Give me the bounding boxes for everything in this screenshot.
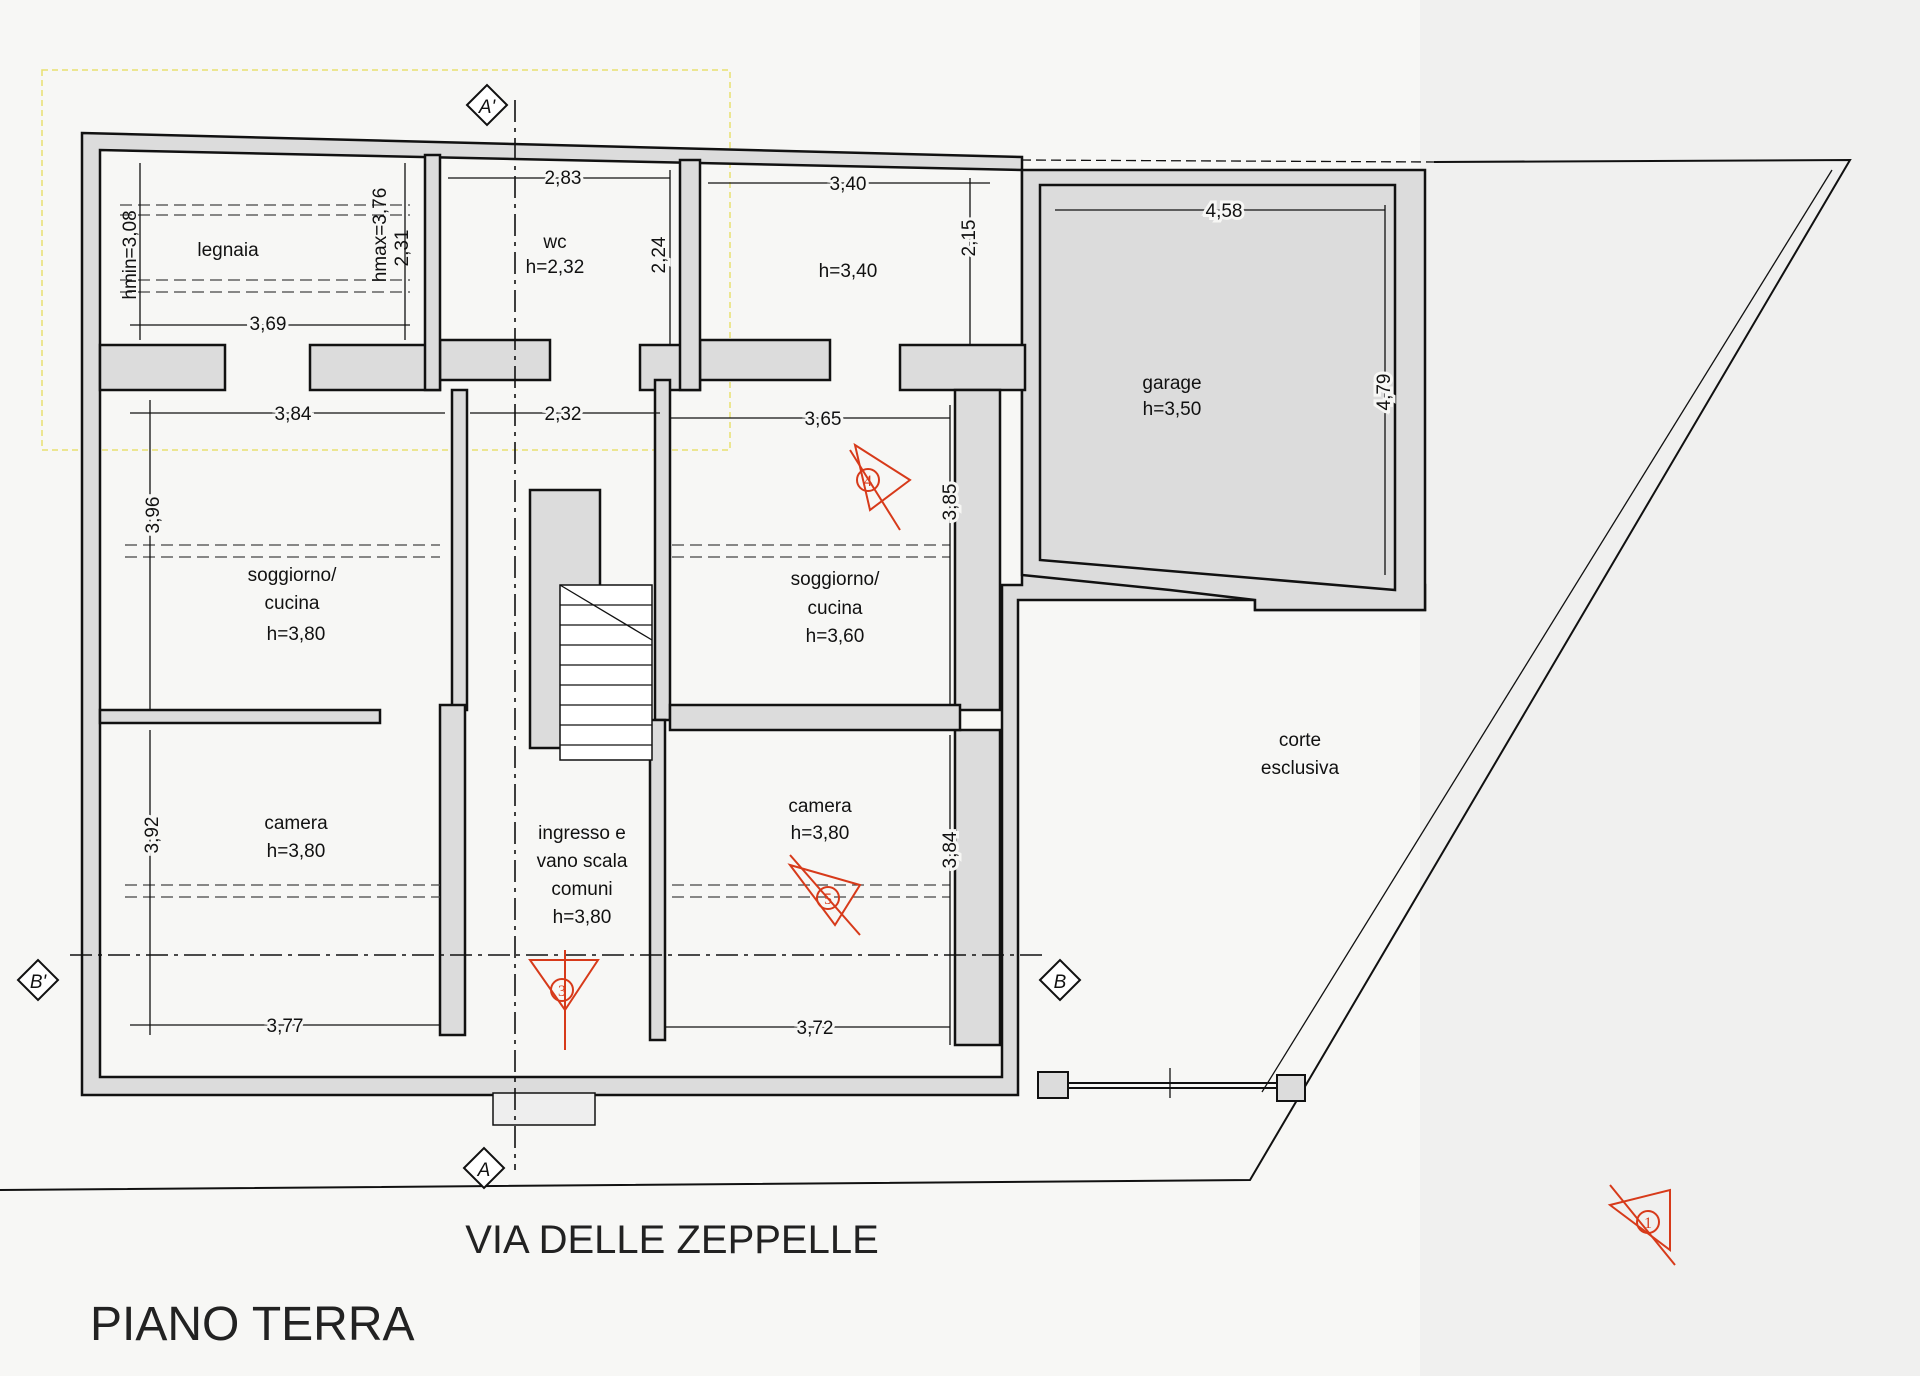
dimension-lines — [130, 163, 1386, 1045]
page-title: PIANO TERRA — [90, 1298, 415, 1351]
room-soggiorno-right-height: h=3,60 — [806, 626, 865, 647]
dim-cam-r-h: 3,84 — [940, 831, 961, 868]
fence — [1037, 1068, 1306, 1102]
room-soggiorno-right-line2: cucina — [808, 598, 863, 619]
dim-store-w: 3,40 — [830, 174, 867, 195]
room-ingresso-height: h=3,80 — [553, 907, 612, 928]
section-marker-a-top: A' — [465, 83, 509, 127]
section-marker-b-right: B — [1038, 958, 1082, 1002]
dim-garage-w: 4,58 — [1206, 201, 1243, 222]
dim-legnaia-h: 2,31 — [392, 230, 413, 267]
building-walls — [80, 131, 1427, 1097]
entrance-step — [492, 1092, 596, 1126]
svg-text:4: 4 — [864, 473, 872, 490]
room-soggiorno-left-height: h=3,80 — [267, 624, 326, 645]
dim-ingr-w: 2,32 — [545, 404, 582, 425]
dim-cam-r-w: 3,72 — [797, 1018, 834, 1039]
room-corte-line2: esclusiva — [1261, 758, 1340, 779]
svg-text:B: B — [1054, 972, 1067, 993]
dim-sog-r-h: 3,85 — [940, 484, 961, 521]
dim-legnaia-hmax: hmax=3,76 — [370, 188, 391, 283]
room-garage-height: h=3,50 — [1143, 399, 1202, 420]
dim-cam-l-h: 3,92 — [142, 817, 163, 854]
room-garage: garage — [1142, 373, 1201, 394]
room-camera-left-height: h=3,80 — [267, 841, 326, 862]
room-camera-left: camera — [264, 813, 328, 834]
dim-store-h: 2,15 — [959, 220, 980, 257]
street-name: VIA DELLE ZEPPELLE — [465, 1218, 879, 1262]
room-soggiorno-left-line2: cucina — [265, 593, 320, 614]
dim-sog-r-w: 3,65 — [805, 409, 842, 430]
dim-wc-w: 2,83 — [545, 168, 582, 189]
room-camera-right: camera — [788, 796, 852, 817]
room-legnaia: legnaia — [197, 240, 259, 261]
room-store-height: h=3,40 — [819, 261, 878, 282]
room-camera-right-height: h=3,80 — [791, 823, 850, 844]
section-marker-b-left: B' — [16, 958, 60, 1002]
viewpoint-marker-5: 5 — [787, 854, 862, 936]
room-corte-line1: corte — [1279, 730, 1321, 751]
dim-sog-l-w: 3,84 — [275, 404, 312, 425]
dim-wc-h: 2,24 — [649, 236, 670, 273]
highlight-area — [41, 69, 731, 451]
svg-text:B': B' — [30, 972, 48, 993]
staircase — [559, 584, 653, 761]
room-soggiorno-right-line1: soggiorno/ — [791, 569, 880, 590]
room-wc-height: h=2,32 — [526, 257, 585, 278]
viewpoint-marker-3: 3 — [528, 950, 600, 1050]
section-marker-a-bottom: A — [462, 1146, 506, 1190]
svg-text:1: 1 — [1644, 1215, 1652, 1232]
lot-boundary — [0, 158, 1852, 1191]
dim-garage-h: 4,79 — [1374, 374, 1395, 411]
room-ingresso-line2: vano scala — [537, 851, 628, 872]
svg-text:A': A' — [478, 97, 497, 118]
svg-text:3: 3 — [558, 983, 566, 1000]
dim-cam-l-w: 3,77 — [267, 1016, 304, 1037]
room-ingresso-line1: ingresso e — [538, 823, 626, 844]
viewpoint-marker-4: 4 — [849, 442, 912, 531]
room-ingresso-line3: comuni — [551, 879, 612, 900]
dim-sog-l-h: 3,96 — [143, 497, 164, 534]
dim-legnaia-hmin: hmin=3,08 — [120, 210, 141, 299]
viewpoint-marker-1: 1 — [1607, 1184, 1676, 1266]
dim-legnaia-w: 3,69 — [250, 314, 287, 335]
svg-text:A: A — [477, 1160, 491, 1181]
room-wc: wc — [542, 232, 566, 253]
svg-text:5: 5 — [824, 891, 832, 908]
room-soggiorno-left-line1: soggiorno/ — [248, 565, 337, 586]
